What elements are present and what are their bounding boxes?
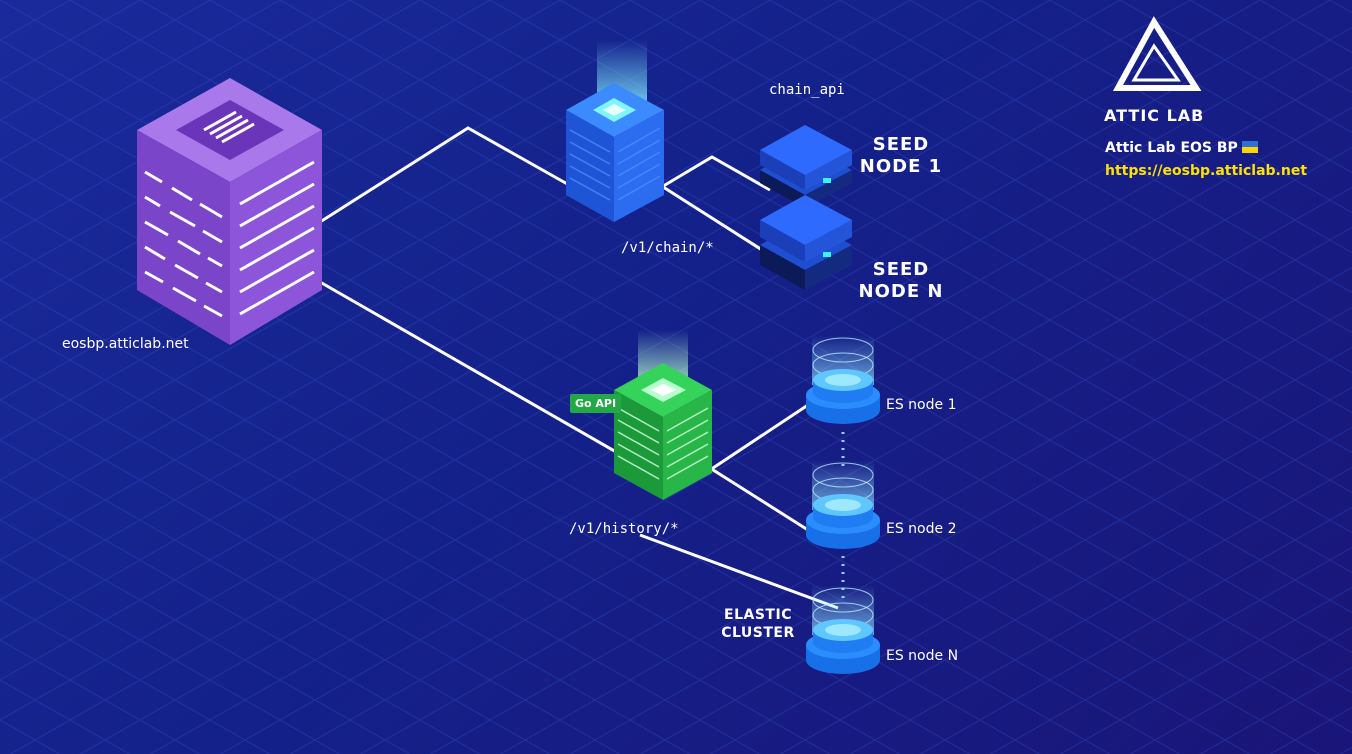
server-right-vents: [239, 160, 315, 316]
line-website-history: [319, 280, 666, 482]
seed-node-n-server: [760, 195, 852, 290]
es-node-1-db: [806, 335, 880, 424]
website-label: eosbp.atticlab.net: [62, 336, 189, 352]
seed-node-1-line-2: NODE 1: [859, 156, 943, 177]
go-api-badge: Go API: [570, 394, 622, 413]
line-website-chain: [319, 126, 579, 224]
brand-name: ATTIC LAB: [1104, 106, 1205, 125]
seed-node-n-line-2: NODE N: [858, 281, 944, 302]
es-node-2-label: ES node 2: [886, 521, 957, 537]
line-history-es1: [709, 403, 809, 472]
connection-lines: [319, 126, 839, 610]
brand-tagline: Attic Lab EOS BP: [1105, 140, 1238, 156]
line-chain-seedn: [659, 183, 771, 257]
history-path-label: /v1/history/*: [569, 521, 679, 537]
website-server: [137, 78, 322, 345]
es-node-n-label: ES node N: [886, 648, 959, 664]
elastic-cluster-line-1: ELASTIC: [724, 607, 792, 623]
elastic-cluster-line-2: CLUSTER: [721, 625, 795, 641]
server-left-vents: [144, 170, 223, 318]
seed-node-1-server: [760, 125, 852, 208]
chain-api-label: chain_api: [769, 82, 845, 98]
history-server: [614, 330, 712, 500]
seed-node-n-label: SEED NODE N: [858, 259, 944, 303]
elastic-cluster-label: ELASTIC CLUSTER: [720, 606, 796, 642]
es-node-n-db: [806, 585, 880, 674]
brand-tagline-row: Attic Lab EOS BP: [1105, 140, 1258, 156]
line-history-es2: [709, 466, 809, 532]
brand-url-link[interactable]: https://eosbp.atticlab.net: [1105, 163, 1308, 179]
ukraine-flag-icon: [1241, 141, 1258, 153]
seed-node-1-label: SEED NODE 1: [858, 134, 944, 178]
seed-node-n-line-1: SEED: [872, 259, 930, 280]
es-node-1-label: ES node 1: [886, 397, 957, 413]
seed-node-1-line-1: SEED: [872, 134, 930, 155]
line-chain-seed1: [659, 155, 771, 192]
line-history-esn: [639, 533, 839, 610]
chain-api-server: [566, 40, 664, 222]
server-vent-icon: [203, 110, 255, 144]
chain-path-label: /v1/chain/*: [621, 240, 714, 256]
atticlab-logo-icon: [1112, 16, 1202, 91]
es-node-2-db: [806, 460, 880, 549]
